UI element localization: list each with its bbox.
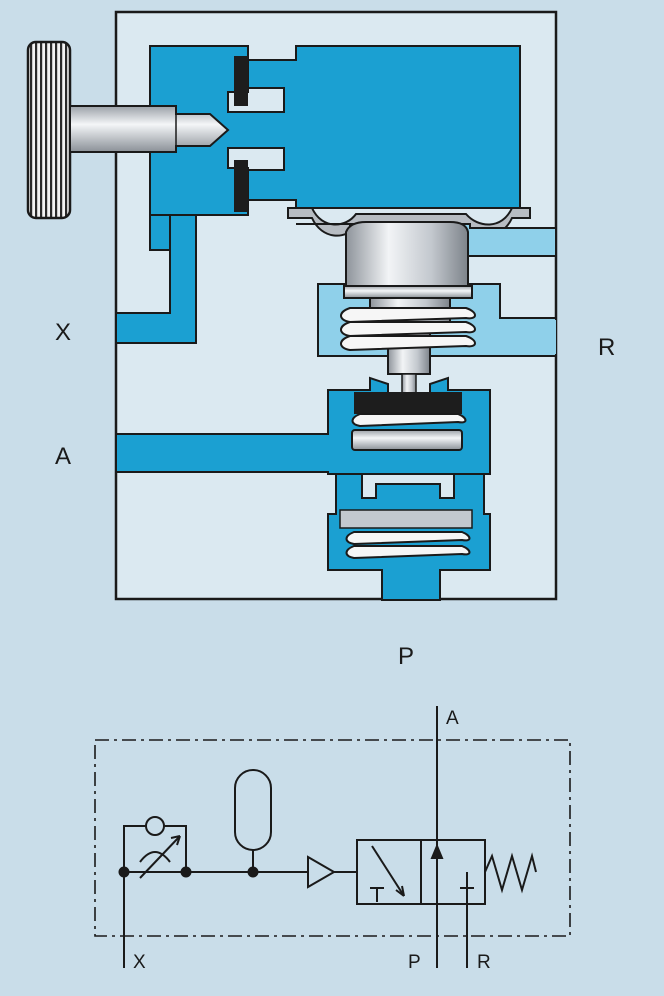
x-port-channel (115, 214, 197, 344)
enclosure-boundary (94, 739, 571, 937)
upper-spring (340, 307, 476, 352)
port-label-p: P (398, 643, 414, 670)
valve-seal (354, 392, 462, 414)
lower-spring (345, 531, 471, 560)
port-label-a: A (55, 443, 71, 470)
lower-seat-seal (234, 160, 248, 212)
junction-relief (180, 866, 192, 878)
symbol-label-r: R (477, 952, 491, 973)
circuit-symbol: A X P R (94, 706, 571, 973)
valve-disc (351, 429, 463, 451)
return-spring (484, 852, 537, 894)
junction-x (118, 866, 130, 878)
symbol-label-p: P (408, 952, 421, 973)
relief-valve-spring (139, 851, 171, 863)
symbol-label-a: A (446, 708, 459, 729)
inlet-seat (339, 509, 473, 529)
upper-seat-seal (234, 56, 248, 106)
piston (345, 221, 469, 287)
flow-arrow-left (371, 845, 405, 897)
valve-position-right (420, 839, 486, 905)
adjusting-knob[interactable] (26, 40, 72, 220)
exhaust-port-channel (500, 320, 556, 354)
pilot-actuator (307, 855, 337, 889)
pilot-reservoir (234, 769, 272, 851)
sectional-view: X R A P (26, 10, 615, 670)
port-label-r: R (598, 334, 615, 361)
symbol-label-x: X (133, 952, 146, 973)
relief-valve-ball (145, 816, 165, 836)
port-label-x: X (55, 319, 71, 346)
middle-spring (351, 413, 467, 428)
piston-collar (343, 285, 473, 299)
